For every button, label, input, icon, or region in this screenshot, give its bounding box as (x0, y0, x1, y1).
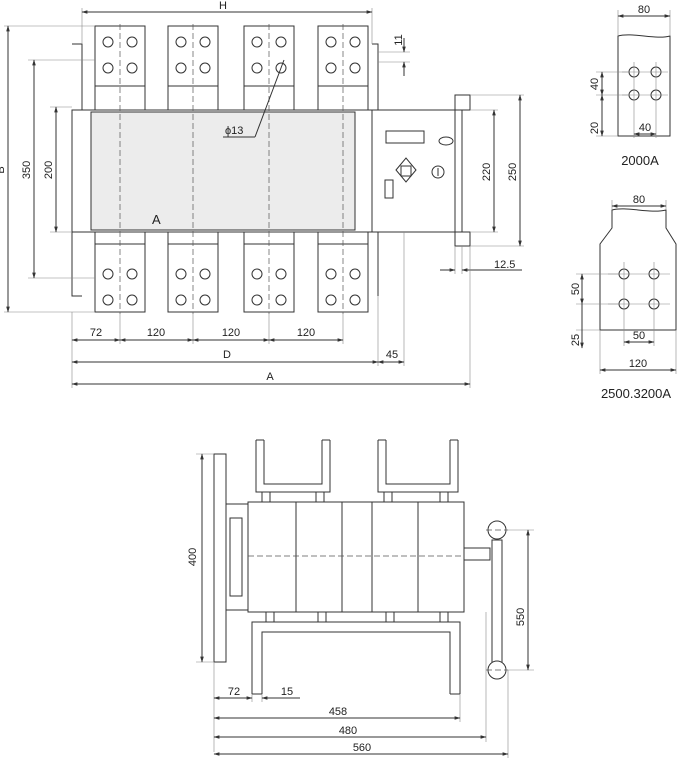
terminal-holes (102, 36, 361, 306)
dim-120: 120 (297, 327, 315, 339)
dim-350: 350 (21, 161, 33, 179)
terminal-hole (275, 36, 287, 48)
dim-12-5: 12.5 (494, 259, 515, 271)
terminal-hole (325, 62, 337, 74)
terminal-hole (349, 62, 361, 74)
handle-hub (395, 157, 417, 183)
terminal-hole (325, 294, 337, 306)
terminal-hole (126, 36, 138, 48)
terminal-hole (126, 294, 138, 306)
dim-80: 80 (638, 4, 650, 16)
switch-body-side (247, 501, 465, 613)
mounting-ear-bottom-right (372, 231, 379, 296)
hole-diameter-label: ϕ13 (225, 125, 243, 137)
dim-25: 25 (570, 334, 582, 346)
dim-D: D (223, 349, 231, 361)
terminal-hole (199, 268, 211, 280)
terminal-detail-plate (599, 208, 677, 331)
dim-B: B (0, 166, 7, 173)
dim-120: 120 (222, 327, 240, 339)
terminal-hole (175, 294, 187, 306)
dim-40: 40 (589, 78, 601, 90)
mounting-plate (213, 453, 227, 663)
dim-A: A (266, 371, 274, 383)
terminal-hole (102, 268, 114, 280)
front-view: ϕ13 A H 11 B 350 200 220 (0, 0, 524, 388)
terminal-hole (349, 36, 361, 48)
terminal-hole (102, 294, 114, 306)
terminal-hole (102, 36, 114, 48)
terminal-hole (349, 268, 361, 280)
caption-2000A: 2000A (621, 153, 659, 168)
indicator-window (385, 130, 425, 144)
dim-20: 20 (589, 122, 601, 134)
dim-15: 15 (281, 686, 293, 698)
side-view: 400 550 72 15 458 480 560 (187, 439, 534, 758)
switch-body-panel (90, 111, 356, 231)
terminal-hole (325, 268, 337, 280)
dim-120: 120 (147, 327, 165, 339)
terminal-hole (175, 36, 187, 48)
terminal-hole (349, 294, 361, 306)
handle-shaft (463, 547, 491, 561)
dim-550: 550 (515, 608, 527, 626)
handle-square-shaft (400, 165, 412, 177)
terminal-hole (175, 62, 187, 74)
dim-200: 200 (43, 161, 55, 179)
dim-45: 45 (386, 349, 398, 361)
dim-11: 11 (393, 34, 405, 45)
terminal-hole (199, 294, 211, 306)
upper-terminal-bar (377, 439, 459, 493)
terminal-detail-2000A: 80 40 20 40 2000A (589, 4, 671, 168)
terminal-hole (275, 294, 287, 306)
dim-400: 400 (187, 548, 199, 566)
dim-80: 80 (633, 194, 645, 206)
dim-40: 40 (639, 122, 651, 134)
mounting-bracket-right (454, 94, 471, 247)
terminal-hole (102, 62, 114, 74)
terminal-hole (251, 36, 263, 48)
terminal-detail-plate (617, 34, 671, 137)
flange-slot (229, 517, 243, 597)
dim-50: 50 (570, 283, 582, 295)
mounting-ear-top-left (72, 43, 83, 110)
dim-72: 72 (90, 327, 102, 339)
terminal-hole (251, 62, 263, 74)
dim-480: 480 (339, 725, 357, 737)
caption-2500-3200A: 2500.3200A (601, 386, 671, 401)
mounting-ear-bottom-left (71, 232, 82, 297)
terminal-hole (126, 268, 138, 280)
terminal-hole (325, 36, 337, 48)
view-marker-A: A (152, 212, 161, 227)
lock-slot (438, 136, 454, 146)
terminal-hole (175, 268, 187, 280)
dim-72: 72 (228, 686, 240, 698)
terminal-hole (199, 62, 211, 74)
dim-458: 458 (329, 706, 347, 718)
mounting-ear-top-right (372, 43, 379, 110)
handle-rod (491, 539, 503, 665)
terminal-hole (275, 268, 287, 280)
terminal-hole (251, 294, 263, 306)
hole-diameter-leader (254, 59, 285, 138)
terminal-hole (199, 36, 211, 48)
dim-120: 120 (629, 358, 647, 370)
dim-220: 220 (481, 163, 493, 181)
terminal-detail-3200A: 80 50 25 50 120 2500.3200A (570, 194, 677, 401)
terminal-hole (251, 268, 263, 280)
operating-mechanism-box (371, 109, 463, 233)
handle-lever (384, 179, 394, 199)
upper-terminal-bar (255, 439, 331, 493)
dim-50: 50 (633, 330, 645, 342)
dim-250: 250 (507, 163, 519, 181)
dim-H: H (219, 0, 227, 12)
dim-560: 560 (353, 742, 371, 754)
terminal-hole (126, 62, 138, 74)
lower-terminal-bar (251, 621, 461, 695)
